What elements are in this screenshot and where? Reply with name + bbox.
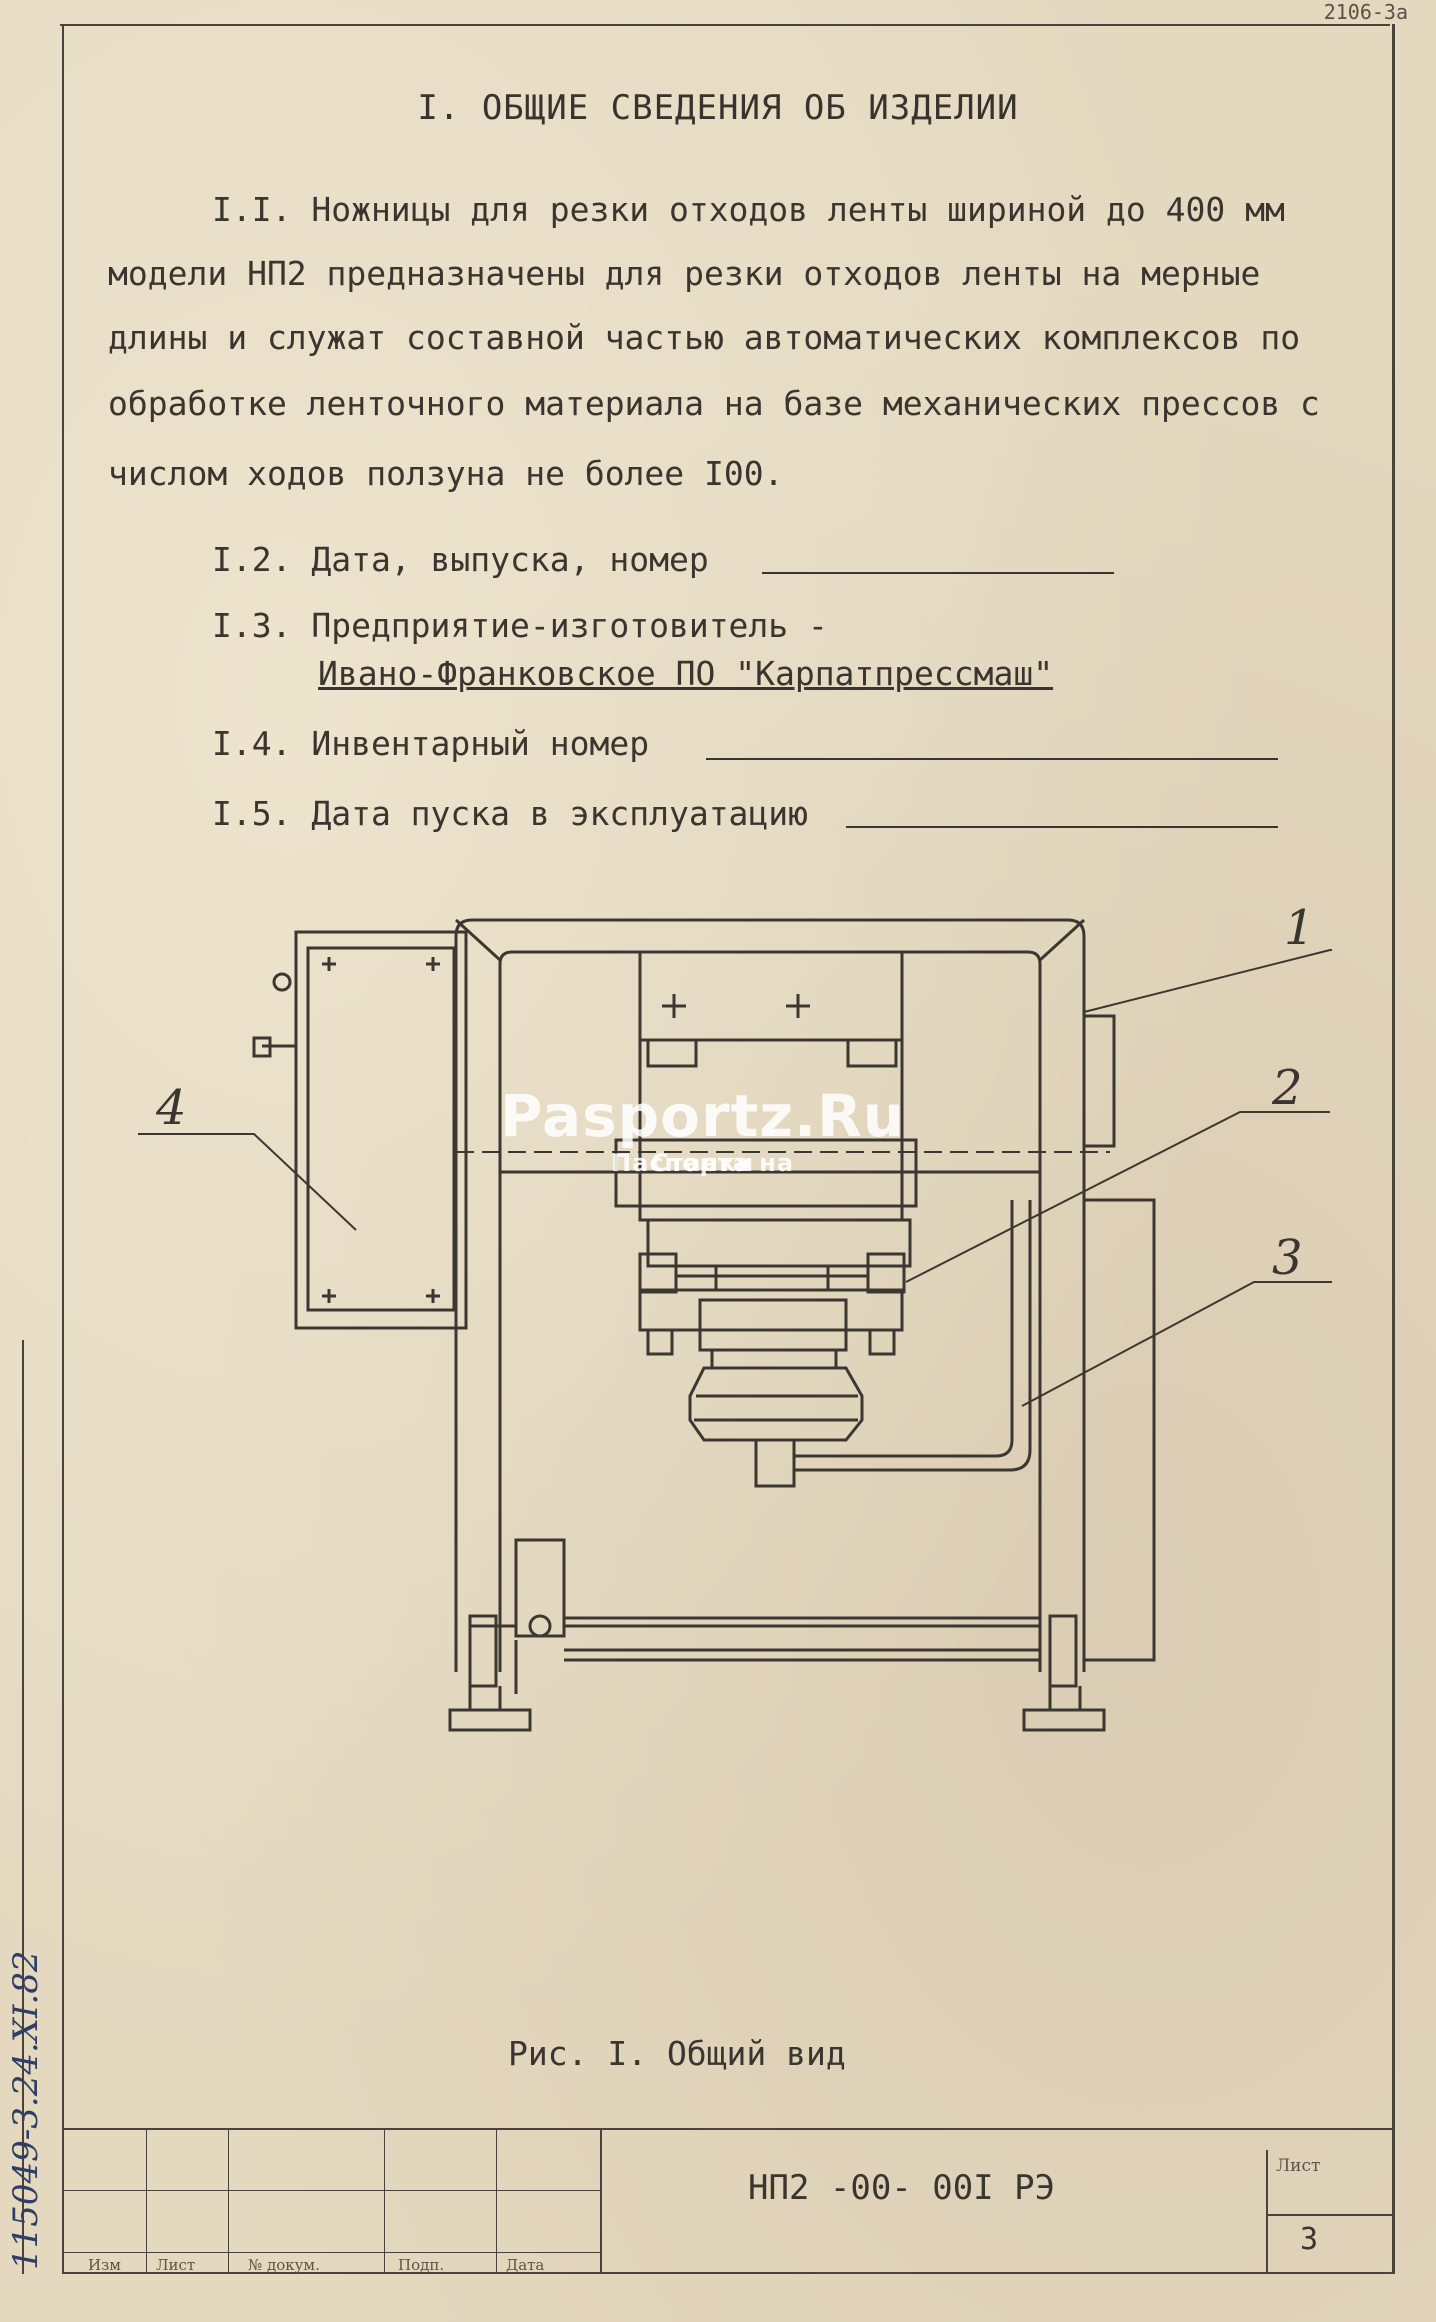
frame-top bbox=[60, 24, 1390, 26]
title-block-col-doc: № докум. bbox=[248, 2256, 320, 2274]
watermark-subtitle-2: Станки bbox=[650, 1149, 755, 1177]
title-block-col-4 bbox=[496, 2128, 497, 2274]
para-line-5: числом ходов ползуна не более I00. bbox=[108, 454, 784, 493]
corner-code: 2106-3а bbox=[1323, 0, 1408, 24]
side-stamp: 115049-3.24.XI.82 bbox=[6, 1950, 46, 2271]
sheet-label: Лист bbox=[1276, 2156, 1321, 2176]
para-line-4: обработке ленточного материала на базе м… bbox=[108, 384, 1320, 423]
callout-2: 2 bbox=[1271, 1060, 1303, 1116]
field-startup-label: I.5. Дата пуска в эксплуатацию bbox=[212, 794, 809, 833]
callout-4: 4 bbox=[155, 1080, 187, 1136]
field-manufacturer-label: I.3. Предприятие-изготовитель - bbox=[212, 606, 828, 645]
title-block-col-list: Лист bbox=[156, 2256, 196, 2274]
section-title: I. ОБЩИЕ СВЕДЕНИЯ ОБ ИЗДЕЛИИ bbox=[417, 88, 1019, 128]
watermark-subtitle-1: Паспорта на bbox=[611, 1149, 795, 1177]
watermark: Pasportz.Ru Паспорта на Станки bbox=[500, 1082, 906, 1176]
document-code: НП2 -00- 00I РЭ bbox=[748, 2168, 1056, 2208]
frame-left bbox=[62, 24, 64, 2274]
field-manufacturer-value: Ивано-Франковское ПО "Карпатпрессмаш" bbox=[318, 654, 1054, 693]
field-startup-line bbox=[846, 826, 1278, 828]
sheet-number: 3 bbox=[1300, 2222, 1319, 2257]
callout-1: 1 bbox=[1284, 900, 1315, 956]
electrical-cabinet bbox=[294, 930, 468, 1330]
title-block-sheet-divider bbox=[1266, 2150, 1268, 2274]
field-date-line bbox=[762, 572, 1114, 574]
para-line-1: I.I. Ножницы для резки отходов ленты шир… bbox=[212, 190, 1285, 229]
frame-bottom bbox=[62, 2272, 1394, 2274]
title-block-col-2 bbox=[228, 2128, 229, 2274]
para-line-3: длины и служат составной частью автомати… bbox=[108, 318, 1301, 357]
title-block-row-2 bbox=[62, 2252, 600, 2253]
watermark-text: Pasportz.Ru bbox=[500, 1082, 906, 1150]
frame-right bbox=[1392, 24, 1395, 2274]
frame-column-right bbox=[454, 918, 1086, 1672]
title-block-col-sign: Подп. bbox=[398, 2256, 445, 2274]
title-block-col-1 bbox=[146, 2128, 147, 2274]
title-block-divider bbox=[600, 2128, 602, 2274]
title-block-col-izm: Изм bbox=[88, 2256, 121, 2274]
field-inventory-line bbox=[706, 758, 1278, 760]
title-block-top bbox=[62, 2128, 1392, 2130]
para-line-2: модели НП2 предназначены для резки отход… bbox=[108, 254, 1261, 293]
title-block-col-date: Дата bbox=[506, 2256, 545, 2274]
title-block-col-3 bbox=[384, 2128, 385, 2274]
field-date-label: I.2. Дата, выпуска, номер bbox=[212, 540, 709, 579]
left-strip-line bbox=[22, 1340, 24, 2274]
figure-caption: Рис. I. Общий вид bbox=[508, 2034, 846, 2073]
title-block-row-1 bbox=[62, 2190, 600, 2191]
field-inventory-label: I.4. Инвентарный номер bbox=[212, 724, 650, 763]
callout-3: 3 bbox=[1272, 1230, 1303, 1286]
title-block-sheet-hline bbox=[1266, 2214, 1392, 2216]
